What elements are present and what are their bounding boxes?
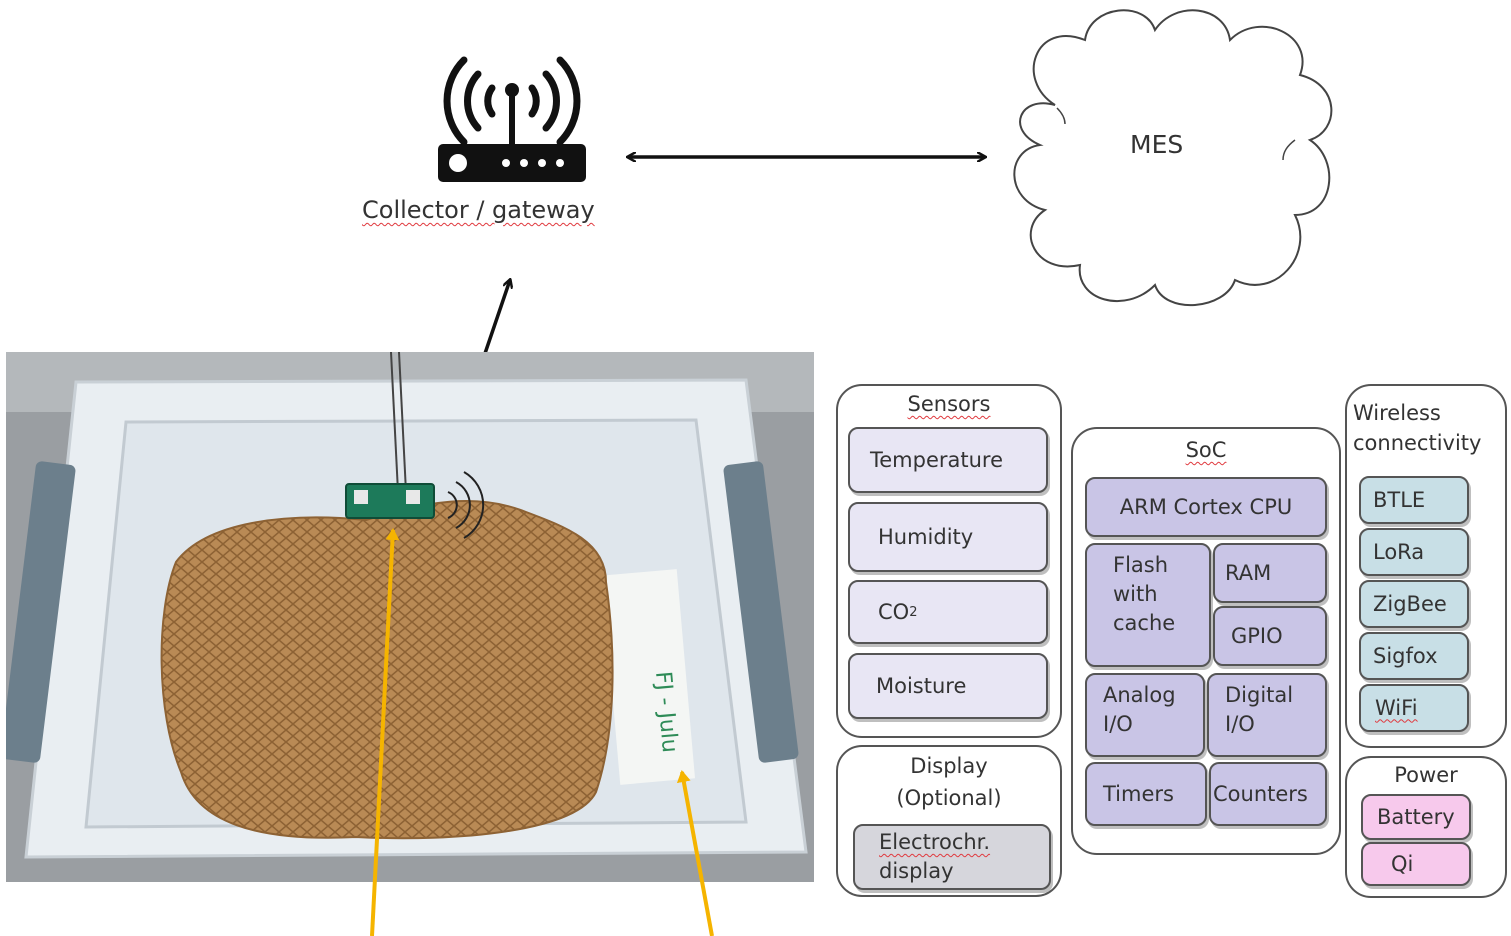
soc-digital-io: Digital I/O [1207, 673, 1327, 757]
soc-cpu: ARM Cortex CPU [1085, 477, 1327, 537]
soc-timers: Timers [1085, 762, 1207, 826]
soc-title: SoC [1185, 438, 1227, 462]
tray-photo-icon: FJ - Julu [6, 352, 814, 882]
power-title: Power [1394, 763, 1458, 787]
cloud-icon [1013, 9, 1333, 306]
sensor-moisture: Moisture [848, 653, 1048, 719]
sensor-temperature: Temperature [848, 427, 1048, 493]
soc-counters: Counters [1209, 762, 1327, 826]
soc-flash-line1: Flash [1113, 553, 1169, 577]
wireless-zigbee: ZigBee [1359, 580, 1469, 628]
sensor-pointer-arrow [370, 528, 400, 936]
wireless-sigfox: Sigfox [1359, 632, 1469, 680]
soc-flash: Flash with cache [1085, 543, 1211, 667]
soc-analog-line2: I/O [1103, 712, 1133, 736]
cloud-label: MES [1130, 130, 1184, 159]
wireless-wifi-label: WiFi [1375, 695, 1418, 720]
gateway-label: Collector / gateway [362, 196, 595, 224]
power-qi: Qi [1361, 842, 1471, 886]
wireless-wifi: WiFi [1359, 684, 1469, 732]
display-electrochromic: Electrochr. display [853, 824, 1051, 890]
soc-flash-line2: with [1113, 582, 1158, 606]
sensors-title: Sensors [907, 392, 991, 416]
soc-ram: RAM [1213, 543, 1327, 603]
wireless-btle: BTLE [1359, 476, 1469, 524]
soc-analog-io: Analog I/O [1085, 673, 1205, 757]
soc-analog-line1: Analog [1103, 683, 1176, 707]
wireless-title-line1: Wireless [1353, 401, 1441, 425]
wifi-router-icon [438, 56, 586, 182]
soc-digital-line1: Digital [1225, 683, 1294, 707]
wireless-lora: LoRa [1359, 528, 1469, 576]
soc-digital-line2: I/O [1225, 712, 1255, 736]
display-item-line1: Electrochr. [879, 830, 991, 854]
power-battery: Battery [1361, 794, 1471, 840]
display-title-line1: Display [910, 754, 988, 778]
display-title-line2: (Optional) [896, 786, 1002, 810]
sensor-humidity: Humidity [848, 502, 1048, 572]
soc-flash-line3: cache [1113, 611, 1176, 635]
soc-gpio: GPIO [1213, 606, 1327, 666]
label-pointer-arrow [676, 770, 714, 936]
display-item-line2: display [879, 859, 954, 883]
wireless-title-line2: connectivity [1353, 431, 1482, 455]
